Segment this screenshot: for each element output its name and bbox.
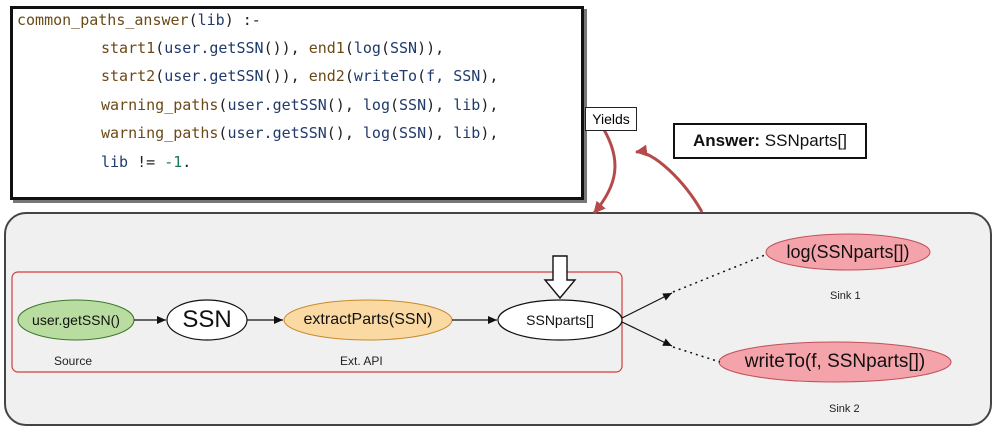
code-token: lib	[453, 124, 481, 142]
code-snippet-box: common_paths_answer(lib) :-start1(user.g…	[10, 6, 584, 200]
dotted-sink1	[672, 254, 766, 293]
sink1-node	[765, 233, 931, 271]
code-token: ) :-	[224, 11, 261, 29]
code-token: -1	[164, 153, 183, 171]
code-token: f, SSN	[426, 67, 481, 85]
code-token: writeTo	[353, 67, 418, 85]
code-token: user.getSSN	[164, 67, 264, 85]
code-token: log	[362, 124, 390, 142]
code-line: warning_paths(user.getSSN(), log(SSN), l…	[101, 96, 498, 114]
sink2-node-label: writeTo(f, SSNparts[])	[744, 351, 926, 372]
code-token: )),	[417, 39, 445, 57]
code-line: warning_paths(user.getSSN(), log(SSN), l…	[101, 124, 498, 142]
code-token: user.getSSN	[227, 124, 327, 142]
code-token: ),	[480, 124, 499, 142]
answer-prefix: Answer:	[692, 131, 761, 150]
ssn-node-label: SSN	[182, 306, 232, 333]
code-token: common_paths_answer	[17, 11, 189, 29]
code-line: lib != -1.	[101, 153, 191, 171]
code-token: warning_paths	[101, 124, 219, 142]
arrow-ssnparts-sink1	[621, 292, 673, 319]
code-token: ()),	[263, 39, 309, 57]
code-token: (),	[326, 96, 363, 114]
code-token: start1	[101, 39, 156, 57]
code-line: start1(user.getSSN()), end1(log(SSN)),	[101, 39, 444, 57]
code-token: .	[182, 153, 192, 171]
code-token: start2	[101, 67, 156, 85]
code-token: lib	[101, 153, 129, 171]
code-token: (	[155, 67, 165, 85]
sink2-caption: Sink 2	[829, 403, 860, 415]
code-token: (	[390, 124, 400, 142]
code-token: (	[155, 39, 165, 57]
code-token: (	[344, 67, 354, 85]
code-token: log	[353, 39, 381, 57]
code-line: start2(user.getSSN()), end2(writeTo(f, S…	[101, 67, 498, 85]
code-token: (	[188, 11, 198, 29]
code-token: SSN	[399, 96, 427, 114]
dotted-sink2	[672, 346, 721, 363]
sink1-node-label: log(SSNparts[])	[786, 241, 910, 262]
source-caption: Source	[54, 354, 93, 368]
code-token: user.getSSN	[227, 96, 327, 114]
code-token: (	[380, 39, 390, 57]
code-token: warning_paths	[101, 96, 219, 114]
code-token: (	[218, 124, 228, 142]
code-token: lib	[197, 11, 225, 29]
code-token: log	[362, 96, 390, 114]
code-token: ()),	[263, 67, 309, 85]
code-token: (	[390, 96, 400, 114]
code-token: ),	[480, 96, 499, 114]
code-token: end2	[308, 67, 345, 85]
code-token: ),	[426, 96, 454, 114]
code-token: (	[344, 39, 354, 57]
code-token: ),	[480, 67, 499, 85]
answer-box: Answer: SSNparts[]	[673, 123, 867, 159]
sink1-caption: Sink 1	[830, 290, 861, 302]
code-token: !=	[128, 153, 165, 171]
ssnparts-node	[497, 299, 623, 341]
code-token: end1	[308, 39, 345, 57]
code-line: common_paths_answer(lib) :-	[17, 11, 261, 29]
code-token: (	[417, 67, 427, 85]
yields-arrow	[592, 127, 617, 214]
yields-label: Yields	[585, 107, 637, 131]
code-token: SSN	[399, 124, 427, 142]
answer-arrow	[635, 144, 704, 213]
answer-value: SSNparts[]	[764, 131, 847, 150]
code-token: ),	[426, 124, 454, 142]
extract-node-label: extractParts(SSN)	[303, 311, 433, 328]
code-token: (),	[326, 124, 363, 142]
code-token: lib	[453, 96, 481, 114]
code-token: SSN	[390, 39, 418, 57]
arrow-ssnparts-sink2	[621, 321, 673, 347]
code-token: user.getSSN	[164, 39, 264, 57]
ext-api-caption: Ext. API	[340, 354, 383, 368]
code-token: (	[218, 96, 228, 114]
source-node-label: user.getSSN()	[32, 312, 120, 328]
focus-down-arrow	[543, 255, 577, 300]
ssnparts-node-label: SSNparts[]	[526, 312, 594, 328]
